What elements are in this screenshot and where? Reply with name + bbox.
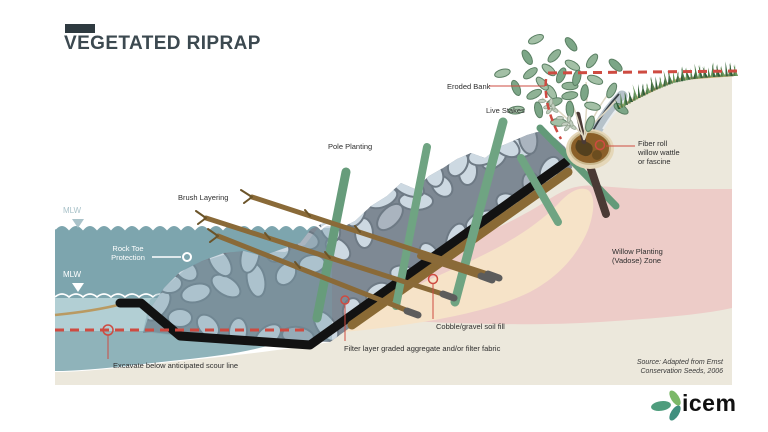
- brush-layering-branches: [195, 189, 503, 319]
- label-excavate-scour: Excavate below anticipated scour line: [113, 361, 239, 370]
- gravel-band: [347, 167, 573, 330]
- grass-bank: [615, 61, 739, 110]
- eroded-bank-dashed-line: [544, 69, 742, 140]
- page-title: VEGETATED RIPRAP: [64, 33, 261, 54]
- label-live-stakes: Live Stakes: [486, 106, 525, 115]
- title-accent-bar: [65, 24, 95, 33]
- label-mlw-lower: MLW: [63, 270, 82, 279]
- mlw-upper-triangle: [72, 219, 84, 228]
- label-filter-layer: Filter layer graded aggregate and/or fil…: [344, 344, 501, 353]
- water-crest-line: [54, 224, 336, 231]
- leader-lines: [152, 85, 635, 341]
- source-credit: Source: Adapted from Ernst Conservation …: [636, 359, 723, 375]
- label-pole-planting: Pole Planting: [328, 142, 373, 151]
- label-cobble-gravel: Cobble/gravel soil fill: [436, 322, 505, 331]
- live-stake-far-right: [536, 124, 620, 210]
- label-brush-layering: Brush Layering: [178, 193, 229, 202]
- live-stake-right: [517, 154, 562, 226]
- label-willow-planting-zone: Willow Planting (Vadose) Zone: [612, 247, 663, 265]
- label-eroded-bank: Eroded Bank: [447, 82, 491, 91]
- scour-dashed-line: [55, 324, 305, 359]
- mlw-lower-triangle: [72, 283, 84, 292]
- soil-fill-zone: [344, 188, 594, 332]
- fiber-roll-stake: [584, 156, 610, 218]
- filter-layer-band: [115, 157, 571, 350]
- icem-logo-leaf-icon: [651, 390, 681, 421]
- fiber-roll: [566, 129, 614, 169]
- label-mlw-upper: MLW: [63, 206, 82, 215]
- label-fiber-roll: Fiber roll willow wattle or fascine: [638, 139, 680, 166]
- icem-logo-text: icem: [682, 390, 737, 416]
- submerged-rock-tint: [143, 228, 332, 344]
- label-rock-toe-protection: Rock Toe Protection: [111, 244, 145, 262]
- willow-plant: [494, 34, 629, 145]
